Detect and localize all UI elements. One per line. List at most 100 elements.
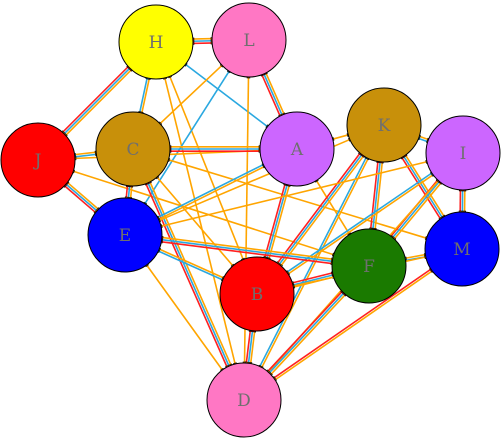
node-circle[interactable] (211, 2, 287, 78)
edge-line-blue (72, 153, 99, 158)
edge-line-orange (403, 153, 446, 219)
edge-line-orange (156, 164, 267, 222)
node-circle[interactable] (95, 111, 171, 187)
node-circle[interactable] (118, 4, 194, 80)
node-label: M (453, 240, 470, 260)
node-circle[interactable] (87, 197, 163, 273)
node-circle[interactable] (425, 115, 501, 191)
edge-line-orange (168, 74, 245, 262)
node-D[interactable]: D (206, 362, 282, 438)
edge-line-orange (267, 183, 291, 262)
edge-line-orange (63, 67, 134, 138)
edge-line-blue (265, 182, 289, 261)
node-label: E (119, 226, 131, 246)
node-circle[interactable] (346, 87, 422, 163)
node-circle[interactable] (259, 111, 335, 187)
edge-line-orange (144, 262, 225, 373)
edge-line-orange (166, 158, 429, 240)
edge-line-red (265, 289, 345, 374)
node-label: I (460, 144, 467, 164)
edge-line-blue (183, 62, 270, 129)
edge-line-red (159, 240, 335, 265)
edge-line-blue (290, 273, 336, 287)
node-C[interactable]: C (95, 111, 171, 187)
edge-line-orange (140, 76, 151, 116)
edge-line-red (271, 267, 434, 380)
edge-line-orange (279, 153, 366, 268)
edge-line-blue (155, 162, 266, 220)
node-label: D (237, 391, 251, 411)
edge-line-orange (249, 328, 256, 366)
node-circle[interactable] (206, 362, 282, 438)
edge-line-orange (392, 180, 443, 242)
edge-line-orange (268, 292, 348, 377)
edge-line-orange (65, 180, 101, 212)
edge-line-red (260, 72, 282, 119)
edge-C-D (142, 176, 235, 373)
node-label: F (363, 257, 375, 277)
edge-line-red (62, 183, 98, 215)
edge-line-blue (156, 249, 225, 282)
node-circle[interactable] (219, 256, 295, 332)
edge-line-orange (314, 178, 352, 237)
edge-line-blue (63, 182, 100, 213)
edge-K-F (368, 156, 385, 235)
node-J[interactable]: J (0, 122, 76, 198)
node-label: K (378, 116, 391, 136)
edge-line-blue (190, 39, 215, 43)
node-H[interactable]: H (118, 4, 194, 80)
edge-line-orange (374, 159, 384, 232)
edge-line-orange (403, 253, 428, 260)
edge-line-blue (267, 291, 346, 375)
node-label: A (290, 140, 304, 160)
edge-line-orange (190, 37, 214, 40)
edge-line-red (245, 328, 252, 366)
edge-line-blue (390, 179, 442, 240)
edge-line-orange (264, 70, 286, 117)
edge-line-orange (330, 133, 351, 141)
edge-C-A (164, 145, 266, 153)
edge-line-blue (138, 75, 149, 115)
node-circle[interactable] (424, 211, 500, 287)
edge-line-orange (148, 179, 233, 368)
edge-B-D (244, 325, 257, 369)
edge-line-orange (71, 169, 336, 257)
node-A[interactable]: A (259, 111, 335, 187)
edge-line-red (290, 271, 335, 285)
edge-line-red (60, 64, 131, 135)
edge-line-red (191, 42, 215, 45)
edge-line-blue (62, 66, 132, 136)
node-label: L (243, 31, 254, 51)
node-label: J (33, 151, 42, 171)
edge-line-orange (72, 151, 99, 156)
edge-line-blue (146, 180, 231, 369)
node-L[interactable]: L (211, 2, 287, 78)
edge-line-blue (371, 159, 382, 232)
edge-line-orange (163, 75, 237, 367)
node-K[interactable]: K (346, 87, 422, 163)
edge-line-blue (143, 69, 231, 206)
node-F[interactable]: F (331, 228, 407, 304)
edge-line-red (369, 159, 379, 232)
edge-line-blue (277, 152, 364, 267)
edge-line-orange (158, 160, 430, 228)
edge-line-red (263, 181, 287, 260)
edge-line-red (275, 151, 362, 266)
node-M[interactable]: M (424, 211, 500, 287)
edge-L-A (258, 67, 288, 122)
node-B[interactable]: B (219, 256, 295, 332)
node-label: B (251, 285, 264, 305)
node-circle[interactable] (0, 122, 76, 198)
edge-H-C (137, 72, 152, 119)
node-E[interactable]: E (87, 197, 163, 273)
edge-line-blue (258, 155, 368, 369)
edge-line-blue (247, 328, 254, 366)
node-label: C (126, 140, 139, 160)
edge-line-orange (260, 156, 370, 370)
node-circle[interactable] (331, 228, 407, 304)
node-I[interactable]: I (425, 115, 501, 191)
edge-line-blue (159, 238, 335, 263)
edge-line-blue (262, 71, 284, 118)
edge-F-B (286, 270, 340, 290)
